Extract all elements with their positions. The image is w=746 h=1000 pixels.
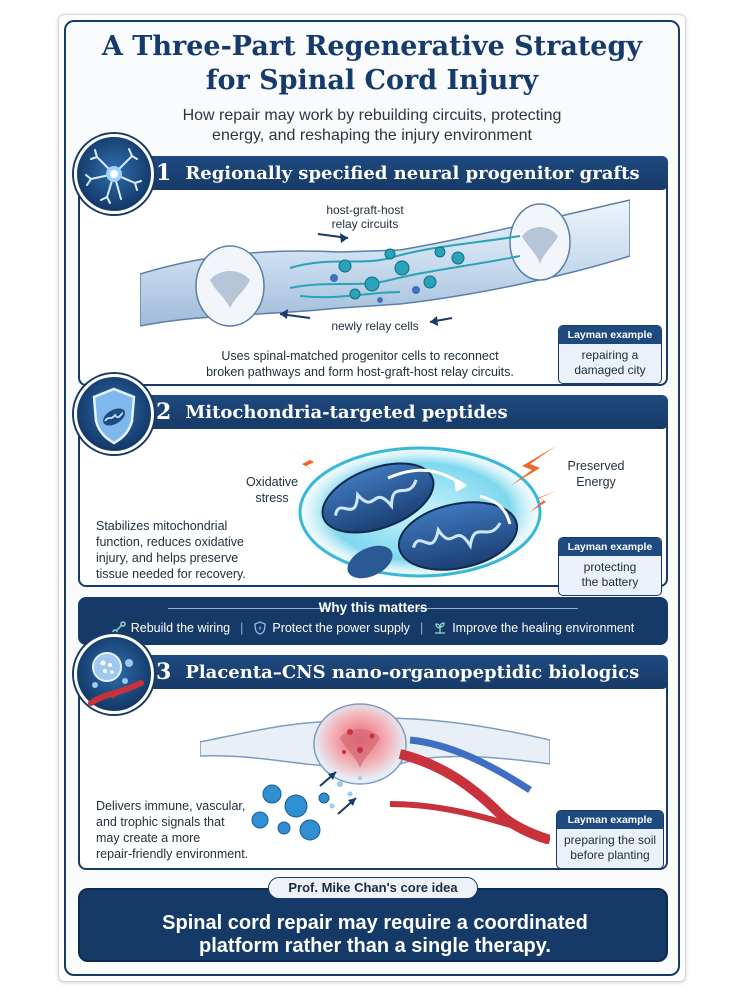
label-preserved-line-1: Preserved <box>567 459 625 473</box>
section-1-number: 1 <box>156 160 172 186</box>
section-2-heading: Mitochondria-targeted peptides <box>185 401 508 423</box>
label-relay-line-2: relay circuits <box>331 217 399 231</box>
core-idea-line-1: Spinal cord repair may require a coordin… <box>162 912 588 934</box>
section-2-caption-line-1: Stabilizes mitochondrial <box>96 519 228 533</box>
label-oxidative-line-1: Oxidative <box>245 475 299 489</box>
section-2-layman-line-2: the battery <box>581 575 639 589</box>
section-2-layman-text: protecting the battery <box>559 556 661 595</box>
section-3-icon-badge <box>74 634 154 714</box>
section-1-header: 1 Regionally specified neural progenitor… <box>118 156 668 190</box>
why-separator-1: | <box>240 621 244 635</box>
mitochondria-illustration <box>290 442 550 582</box>
section-3-caption: Delivers immune, vascular, and trophic s… <box>96 798 276 862</box>
shield-bolt-icon <box>254 621 267 635</box>
section-2-layman-box: Layman example protecting the battery <box>558 537 662 596</box>
why-this-matters-bar: Why this matters Rebuild the wiring | Pr… <box>78 597 668 645</box>
section-3-layman-line-2: before planting <box>570 848 650 862</box>
section-3-caption-line-4: repair-friendly environment. <box>96 847 249 861</box>
lightning-left-icon <box>288 448 326 478</box>
section-3-caption-line-2: and trophic signals that <box>96 815 225 829</box>
section-1-caption-line-1: Uses spinal-matched progenitor cells to … <box>221 349 499 363</box>
shield-mitochondria-icon <box>92 387 136 445</box>
section-1-icon-badge <box>74 134 154 214</box>
core-idea-box: Spinal cord repair may require a coordin… <box>78 888 668 962</box>
section-1-heading: Regionally specified neural progenitor g… <box>185 162 640 184</box>
subtitle-line-2: energy, and reshaping the injury environ… <box>212 127 532 144</box>
why-item-healing-label: Improve the healing environment <box>452 621 635 635</box>
page-title: A Three-Part Regenerative Strategy for S… <box>64 30 680 98</box>
section-3-caption-line-1: Delivers immune, vascular, <box>96 799 246 813</box>
why-separator-2: | <box>419 621 424 635</box>
section-3-layman-header: Layman example <box>557 811 663 829</box>
section-1-layman-line-1: repairing a <box>581 348 639 362</box>
lightning-right-icon <box>510 446 558 512</box>
placenta-cns-illustration <box>200 703 550 844</box>
section-2-caption-line-3: injury, and helps preserve <box>96 551 239 565</box>
why-item-wiring-label: Rebuild the wiring <box>130 621 231 635</box>
section-3-caption-line-3: may create a more <box>96 831 201 845</box>
section-1-layman-header: Layman example <box>559 326 661 344</box>
circuit-icon <box>112 621 126 635</box>
label-relay-line-1: host-graft-host <box>326 203 404 217</box>
section-1-caption: Uses spinal-matched progenitor cells to … <box>170 348 550 380</box>
neuron-icon <box>85 148 142 204</box>
why-items: Rebuild the wiring | Protect the power s… <box>78 621 668 635</box>
section-2-caption: Stabilizes mitochondrial function, reduc… <box>96 518 276 582</box>
core-idea-text: Spinal cord repair may require a coordin… <box>80 912 670 958</box>
page-subtitle: How repair may work by rebuilding circui… <box>64 106 680 146</box>
label-oxidative-stress: Oxidative stress <box>232 474 312 506</box>
why-item-healing: Improve the healing environment <box>433 621 634 635</box>
why-item-power: Protect the power supply <box>253 621 410 635</box>
section-2-caption-line-4: tissue needed for recovery. <box>96 567 246 581</box>
section-3-layman-box: Layman example preparing the soil before… <box>556 810 664 869</box>
section-1-layman-line-2: damaged city <box>574 363 646 377</box>
section-1-layman-text: repairing a damaged city <box>559 344 661 383</box>
label-oxidative-line-2: stress <box>255 491 289 505</box>
section-3-header: 3 Placenta–CNS nano-organopeptidic biolo… <box>118 655 668 689</box>
why-item-wiring: Rebuild the wiring <box>112 621 230 635</box>
title-line-2: for Spinal Cord Injury <box>205 65 539 96</box>
sprout-hand-icon <box>435 622 446 634</box>
section-3-layman-line-1: preparing the soil <box>563 833 657 847</box>
section-2-header: 2 Mitochondria-targeted peptides <box>118 395 668 429</box>
why-rule-right <box>418 608 578 609</box>
core-idea-line-2: platform rather than a single therapy. <box>199 935 551 957</box>
section-1-caption-line-2: broken pathways and form host-graft-host… <box>206 365 514 379</box>
why-item-power-label: Protect the power supply <box>272 621 410 635</box>
section-2-icon-badge <box>74 374 154 454</box>
label-relay-cells: newly relay cells <box>331 319 419 333</box>
label-preserved-energy: Preserved Energy <box>556 458 636 490</box>
section-3-layman-text: preparing the soil before planting <box>557 829 663 868</box>
core-idea-label: Prof. Mike Chan's core idea <box>268 877 478 899</box>
section-3-number: 3 <box>156 659 172 685</box>
section-2-layman-header: Layman example <box>559 538 661 556</box>
section-3-heading: Placenta–CNS nano-organopeptidic biologi… <box>185 661 640 683</box>
section-2-number: 2 <box>156 399 172 425</box>
spinal-graft-illustration <box>140 199 630 327</box>
label-preserved-line-2: Energy <box>576 475 616 489</box>
subtitle-line-1: How repair may work by rebuilding circui… <box>182 107 562 124</box>
why-rule-left <box>168 608 328 609</box>
section-2-caption-line-2: function, reduces oxidative <box>96 535 245 549</box>
title-line-1: A Three-Part Regenerative Strategy <box>101 31 643 62</box>
section-1-layman-box: Layman example repairing a damaged city <box>558 325 662 384</box>
vesicle-vessel-icon <box>88 652 144 706</box>
why-title: Why this matters <box>318 600 428 615</box>
label-relay-circuits: host-graft-host relay circuits <box>300 203 430 231</box>
section-2-layman-line-1: protecting <box>583 560 637 574</box>
